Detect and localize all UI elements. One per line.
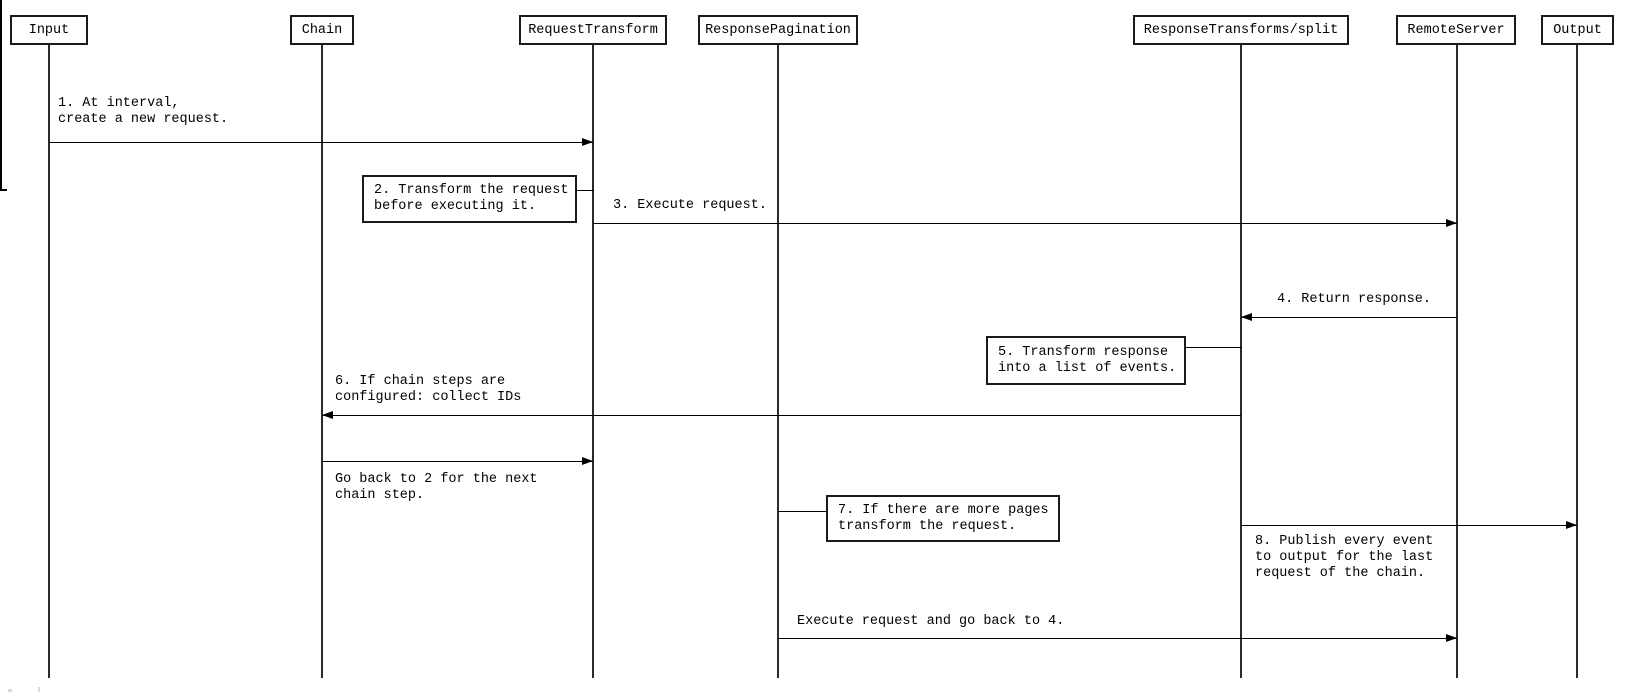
actor-label: Chain <box>301 22 343 38</box>
message-label-4: 4. Return response. <box>1277 292 1431 307</box>
arrowhead-left-icon <box>1241 313 1252 321</box>
note-7: 7. If there are more pages transform the… <box>826 495 1060 542</box>
actor-box-request-transform: RequestTransform <box>519 15 667 45</box>
arrowhead-left-icon <box>322 411 333 419</box>
lifeline-response-transforms-split <box>1240 45 1242 678</box>
message-arrow-8 <box>1241 521 1577 529</box>
message-arrow-1 <box>49 138 593 146</box>
lifeline-remote-server <box>1456 45 1458 678</box>
note-5-connector <box>1186 347 1242 348</box>
lifeline-response-pagination <box>777 45 779 678</box>
arrowhead-right-icon <box>1446 219 1457 227</box>
arrowhead-right-icon <box>1566 521 1577 529</box>
message-arrow-goback-2 <box>322 457 593 465</box>
arrowhead-right-icon <box>582 457 593 465</box>
lifeline-request-transform <box>592 45 594 678</box>
actor-label: ResponsePagination <box>705 22 851 38</box>
note-5: 5. Transform response into a list of eve… <box>986 336 1186 385</box>
message-label-1: 1. At interval, create a new request. <box>58 96 229 127</box>
actor-box-chain: Chain <box>290 15 354 45</box>
lifeline-chain <box>321 45 323 678</box>
note-7-connector <box>778 511 826 512</box>
actor-box-response-pagination: ResponsePagination <box>698 15 858 45</box>
actor-box-response-transforms-split: ResponseTransforms/split <box>1133 15 1349 45</box>
actor-label: RequestTransform <box>528 22 658 38</box>
message-label-8: 8. Publish every event to output for the… <box>1255 534 1434 581</box>
note-2-connector <box>577 190 594 191</box>
arrowhead-right-icon <box>582 138 593 146</box>
message-arrow-4 <box>1241 313 1457 321</box>
actor-box-input: Input <box>10 15 88 45</box>
actor-label: Output <box>1553 22 1602 38</box>
actor-box-remote-server: RemoteServer <box>1396 15 1516 45</box>
lifeline-output <box>1576 45 1578 678</box>
message-arrow-6 <box>322 411 1241 419</box>
cropped-artifact <box>38 687 40 692</box>
cropped-artifact <box>8 689 12 692</box>
left-edge-border <box>0 0 2 190</box>
actor-box-output: Output <box>1541 15 1614 45</box>
lifeline-input <box>48 45 50 678</box>
left-edge-tick <box>0 189 7 191</box>
message-label-3: 3. Execute request. <box>613 198 767 213</box>
note-2: 2. Transform the request before executin… <box>362 175 577 223</box>
arrowhead-right-icon <box>1446 634 1457 642</box>
message-arrow-3 <box>593 219 1457 227</box>
actor-label: Input <box>28 22 70 38</box>
message-label-goback-4: Execute request and go back to 4. <box>797 614 1065 629</box>
message-label-goback-2: Go back to 2 for the next chain step. <box>335 472 538 503</box>
message-arrow-goback-4 <box>778 634 1457 642</box>
actor-label: RemoteServer <box>1407 22 1505 38</box>
actor-label: ResponseTransforms/split <box>1143 22 1339 38</box>
message-label-6: 6. If chain steps are configured: collec… <box>335 374 522 405</box>
